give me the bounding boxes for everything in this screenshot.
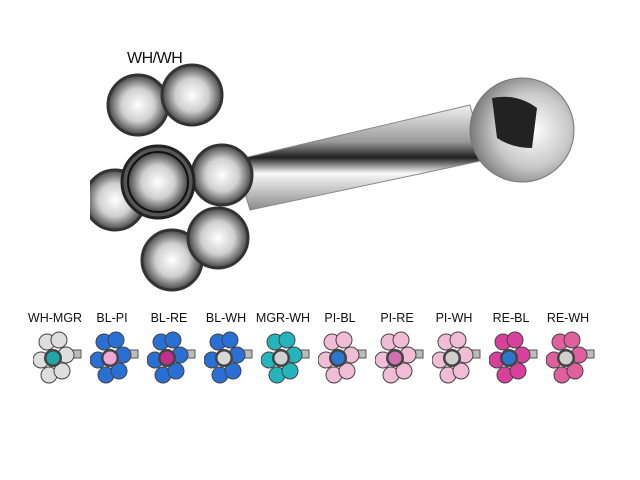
variant-thumb-pi-re <box>375 331 424 384</box>
variant-thumb-pi-wh <box>432 331 481 384</box>
variant-thumb-bl-pi <box>90 331 139 384</box>
variant-label-pi-bl: PI-BL <box>324 311 356 325</box>
variant-label-pi-wh: PI-WH <box>435 311 473 325</box>
barbell-shaft <box>234 104 486 211</box>
variant-thumb-pi-bl <box>318 331 367 384</box>
variant-thumb-mgr-wh <box>261 331 310 384</box>
variant-label-bl-re: BL-RE <box>150 311 188 325</box>
variant-thumb-re-wh <box>546 331 595 384</box>
variant-label-re-wh: RE-WH <box>546 311 590 325</box>
variant-label-bl-pi: BL-PI <box>96 311 128 325</box>
variant-thumb-wh-mgr <box>33 331 82 384</box>
flower-top <box>90 63 254 292</box>
barbell-ball <box>469 77 575 183</box>
variant-label-wh-mgr: WH-MGR <box>27 311 83 325</box>
variant-label-bl-wh: BL-WH <box>205 311 247 325</box>
variant-thumb-bl-wh <box>204 331 253 384</box>
main-product-label: WH/WH <box>127 50 183 67</box>
variant-thumb-re-bl <box>489 331 538 384</box>
main-product-image <box>90 63 575 292</box>
variant-thumb-bl-re <box>147 331 196 384</box>
variant-label-mgr-wh: MGR-WH <box>255 311 311 325</box>
variant-label-pi-re: PI-RE <box>380 311 414 325</box>
variant-label-re-bl: RE-BL <box>492 311 530 325</box>
